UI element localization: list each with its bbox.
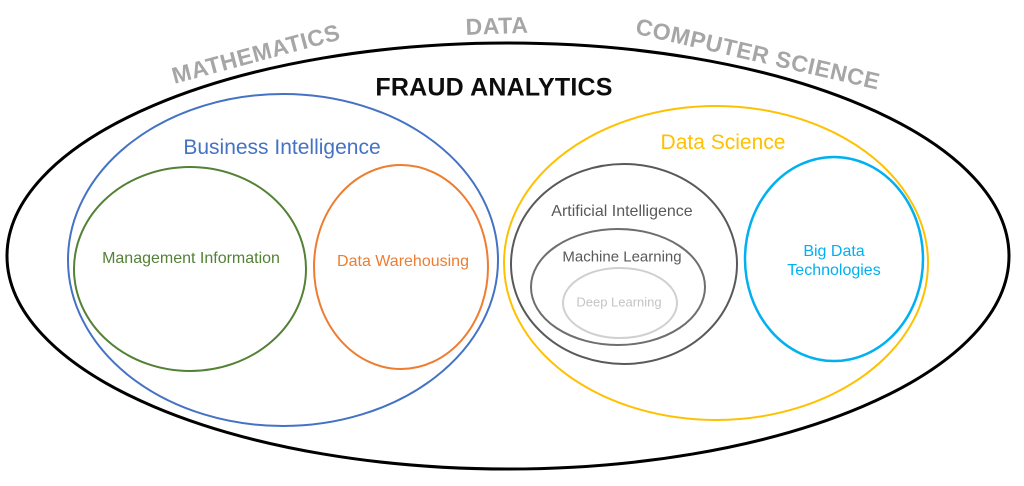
- big-data-technologies-line2: Technologies: [787, 262, 881, 279]
- business-intelligence-label: Business Intelligence: [183, 135, 381, 159]
- artificial-intelligence-label: Artificial Intelligence: [551, 202, 693, 220]
- management-information-ellipse: [73, 166, 307, 372]
- deep-learning-label: Deep Learning: [576, 294, 662, 310]
- fraud-analytics-ellipse: [5, 41, 1011, 471]
- big-data-technologies-label: Big Data Technologies: [787, 242, 880, 280]
- data-science-label: Data Science: [660, 130, 786, 154]
- fraud-analytics-title: FRAUD ANALYTICS: [375, 73, 613, 102]
- data-label: DATA: [465, 11, 529, 40]
- machine-learning-ellipse: [530, 228, 706, 346]
- management-information-label: Management Information: [102, 249, 280, 267]
- data-science-ellipse: [503, 105, 929, 421]
- deep-learning-ellipse: [562, 267, 678, 339]
- data-warehousing-ellipse: [313, 164, 489, 370]
- artificial-intelligence-ellipse: [510, 163, 738, 365]
- machine-learning-label: Machine Learning: [562, 248, 682, 266]
- big-data-technologies-line1: Big Data: [803, 243, 865, 260]
- business-intelligence-ellipse: [67, 93, 499, 427]
- data-warehousing-label: Data Warehousing: [337, 252, 469, 270]
- big-data-technologies-ellipse: [743, 155, 925, 363]
